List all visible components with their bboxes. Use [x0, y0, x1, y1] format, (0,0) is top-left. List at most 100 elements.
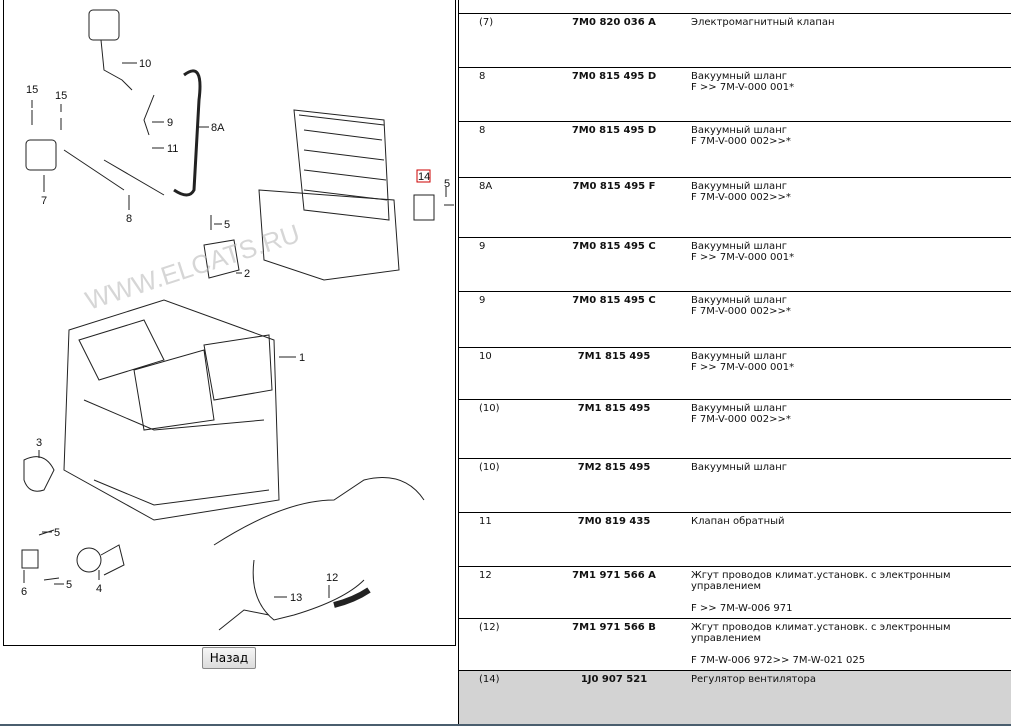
part-number-cell[interactable]: 7M0 820 036 A: [572, 17, 656, 28]
position-cell: (7): [479, 17, 494, 28]
description-note: F 7M-V-000 002>>*: [691, 306, 791, 317]
description-text: Вакуумный шланг: [691, 295, 787, 306]
position-cell: 12: [479, 570, 492, 581]
description-cell: Электромагнитный клапан: [691, 17, 835, 28]
part-number-cell[interactable]: 7M0 815 495 D: [571, 71, 657, 82]
part-number-cell[interactable]: 7M1 815 495: [577, 351, 651, 362]
description-cell: Вакуумный шланг: [691, 462, 787, 473]
callout-label[interactable]: 12: [326, 572, 338, 584]
position-cell: 9: [479, 295, 486, 306]
description-text: Вакуумный шланг: [691, 351, 787, 362]
position-cell: (10): [479, 403, 500, 414]
position-cell: 8: [479, 71, 486, 82]
callout-14-highlight: [416, 169, 431, 183]
part-filter: [88, 9, 120, 41]
description-note: F >> 7M-V-000 001*: [691, 252, 795, 263]
callout-label[interactable]: 5: [66, 579, 72, 591]
description-text: Электромагнитный клапан: [691, 17, 835, 28]
callout-label[interactable]: 15: [55, 90, 67, 102]
callout-label[interactable]: 5: [444, 178, 450, 190]
position-cell: 10: [479, 351, 492, 362]
description-text: Вакуумный шланг: [691, 181, 787, 192]
callout-label[interactable]: 11: [167, 143, 178, 155]
part-heater-housing: [63, 299, 280, 521]
part-fan-regulator: [413, 194, 435, 221]
table-row[interactable]: (12) 7M1 971 566 B Жгут проводов климат.ус…: [459, 619, 1011, 671]
description-cell: Регулятор вентилятора: [691, 674, 816, 685]
description-cell: Жгут проводов климат.установк. с электро…: [691, 570, 1011, 614]
callout-label[interactable]: 15: [26, 84, 38, 96]
callout-label[interactable]: 8: [126, 213, 132, 225]
position-cell: (10): [479, 462, 500, 473]
callout-label[interactable]: 1: [299, 352, 305, 364]
parts-table: (7) 7M0 820 036 A Электромагнитный клапан 8…: [458, 0, 1011, 726]
callout-label[interactable]: 10: [139, 58, 151, 70]
description-note: F 7M-W-006 972>> 7M-W-021 025: [691, 655, 866, 666]
description-text: Вакуумный шланг: [691, 125, 787, 136]
description-text: Жгут проводов климат.установк. с электро…: [691, 622, 951, 644]
callout-label[interactable]: 4: [96, 583, 102, 595]
description-text: Регулятор вентилятора: [691, 674, 816, 685]
part-number-cell[interactable]: 7M1 971 566 A: [572, 570, 656, 581]
part-number-cell[interactable]: 7M0 815 495 C: [572, 241, 656, 252]
part-solenoid-valve: [25, 139, 57, 171]
callout-label[interactable]: 14: [418, 171, 430, 183]
description-note: F >> 7M-V-000 001*: [691, 82, 795, 93]
part-evaporator: [293, 109, 390, 221]
description-text: Вакуумный шланг: [691, 71, 787, 82]
description-text: Клапан обратный: [691, 516, 785, 527]
position-cell: 8: [479, 125, 486, 136]
part-number-cell[interactable]: 7M0 815 495 F: [572, 181, 656, 192]
description-cell: Жгут проводов климат.установк. с электро…: [691, 622, 1011, 666]
callout-label[interactable]: 9: [167, 117, 173, 129]
callout-label[interactable]: 5: [54, 527, 60, 539]
position-cell: 11: [479, 516, 492, 527]
part-number-cell[interactable]: 7M1 971 566 B: [572, 622, 656, 633]
back-button[interactable]: Назад: [202, 647, 256, 669]
description-note: F 7M-V-000 002>>*: [691, 136, 791, 147]
callout-label[interactable]: 13: [290, 592, 302, 604]
callout-label[interactable]: 5: [224, 219, 230, 231]
description-cell: Клапан обратный: [691, 516, 785, 527]
table-header-gap: [459, 0, 1011, 14]
description-text: Вакуумный шланг: [691, 462, 787, 473]
callout-label[interactable]: 2: [244, 268, 250, 280]
part-number-cell[interactable]: 7M0 815 495 D: [571, 125, 657, 136]
callout-label[interactable]: 7: [41, 195, 47, 207]
position-cell: 8A: [479, 181, 493, 192]
callout-label[interactable]: 3: [36, 437, 42, 449]
table-row[interactable]: (7) 7M0 820 036 A Электромагнитный клапан: [459, 14, 1011, 68]
table-row[interactable]: (10) 7M2 815 495 Вакуумный шланг: [459, 459, 1011, 513]
callout-label[interactable]: 6: [21, 586, 27, 598]
description-text: Жгут проводов климат.установк. с электро…: [691, 570, 951, 592]
table-row[interactable]: 12 7M1 971 566 A Жгут проводов климат.уста…: [459, 567, 1011, 619]
window-bottom-edge: [0, 724, 1011, 726]
part-number-cell[interactable]: 7M0 819 435: [577, 516, 651, 527]
part-number-cell[interactable]: 7M1 815 495: [577, 403, 651, 414]
part-number-cell[interactable]: 7M2 815 495: [577, 462, 651, 473]
position-cell: 9: [479, 241, 486, 252]
position-cell: (12): [479, 622, 500, 633]
description-note: F 7M-V-000 002>>*: [691, 414, 791, 425]
description-note: F >> 7M-V-000 001*: [691, 362, 795, 373]
part-number-cell[interactable]: 1J0 907 521: [580, 674, 648, 685]
callout-label[interactable]: 8A: [211, 122, 225, 134]
table-row[interactable]: 11 7M0 819 435 Клапан обратный: [459, 513, 1011, 567]
part-number-cell[interactable]: 7M0 815 495 C: [572, 295, 656, 306]
